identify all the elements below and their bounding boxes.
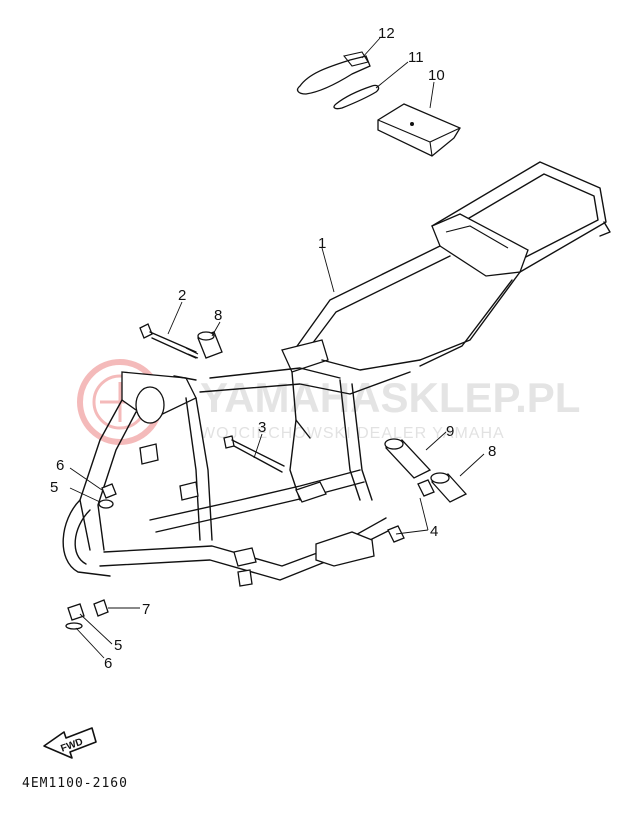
strap-12 — [296, 51, 371, 95]
nut-6-lower — [65, 622, 83, 630]
callout-9: 9 — [446, 423, 454, 440]
leader-lines — [69, 37, 485, 659]
callout-11: 11 — [408, 49, 424, 66]
collar-8-upper — [197, 331, 223, 359]
strap-11 — [333, 84, 380, 110]
nut-4-upper — [417, 479, 435, 497]
collar-8-lower — [430, 472, 468, 503]
watermark: YAMAHASKLEP.PL WOJCIECHOWSKI DEALER YAMA… — [77, 359, 580, 445]
watermark-tagline: WOJCIECHOWSKI DEALER YAMAHA — [200, 425, 505, 442]
bolt-3 — [223, 435, 285, 473]
tool-bag-10 — [377, 103, 461, 157]
nut-6-upper — [101, 483, 117, 499]
callouts: 12 11 10 1 2 8 3 9 8 4 6 5 7 5 6 — [50, 25, 496, 672]
callout-1: 1 — [318, 235, 326, 252]
callout-3: 3 — [258, 419, 266, 436]
collar-9 — [384, 438, 432, 479]
callout-6-lower: 6 — [104, 655, 112, 672]
washer-5-lower — [67, 603, 85, 621]
callout-8-upper: 8 — [214, 307, 222, 324]
washer-5-upper — [98, 499, 114, 509]
forward-direction-arrow-icon: FWD — [43, 727, 97, 759]
callout-2: 2 — [178, 287, 186, 304]
callout-10: 10 — [428, 67, 445, 84]
callout-12: 12 — [378, 25, 395, 42]
watermark-brand: YAMAHASKLEP.PL — [200, 374, 580, 421]
callout-8-lower: 8 — [488, 443, 496, 460]
callout-5-upper: 5 — [50, 479, 58, 496]
callout-6-upper: 6 — [56, 457, 64, 474]
callout-7: 7 — [142, 601, 150, 618]
frame-1 — [62, 161, 611, 587]
callout-4: 4 — [430, 523, 438, 540]
callout-5-lower: 5 — [114, 637, 122, 654]
bolt-2 — [139, 323, 199, 359]
part-code: 4EM1100-2160 — [22, 776, 128, 791]
bolt-7 — [93, 599, 109, 617]
